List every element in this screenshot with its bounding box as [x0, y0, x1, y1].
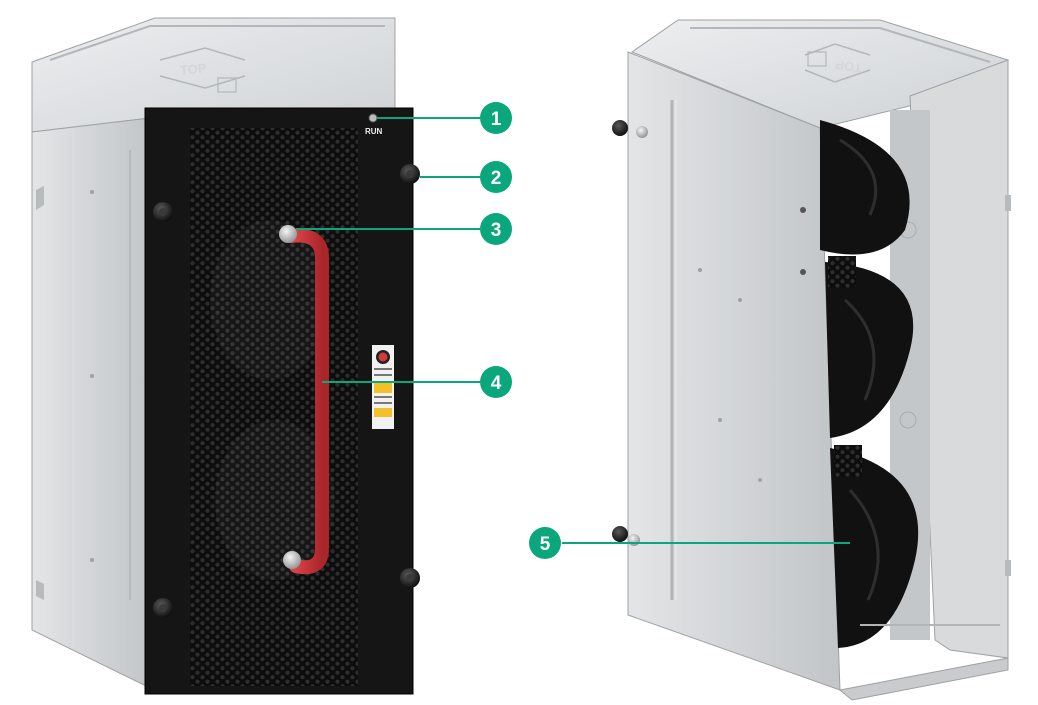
callout-5: 5 [529, 527, 561, 559]
warning-label [372, 345, 394, 429]
callout-badge [480, 102, 512, 134]
callout-number: 4 [491, 373, 502, 394]
run-led-label: RUN [365, 127, 383, 136]
callout-number: 3 [491, 220, 502, 241]
callout-number: 5 [540, 534, 551, 555]
handle-mount-screw-bottom [283, 551, 301, 569]
ventilation-mesh [190, 128, 358, 686]
rear-side-panel [627, 51, 841, 691]
fan-bottom [830, 445, 919, 648]
top-marking: TOP [179, 60, 207, 78]
run-led [368, 113, 378, 123]
callout-badge [480, 213, 512, 245]
rear-top-marking: TOP [834, 57, 863, 76]
callout-number: 1 [491, 109, 502, 130]
side-panel [31, 117, 151, 689]
callout-1: 1 [480, 102, 512, 134]
callout-2: 2 [480, 161, 512, 193]
callout-badge [529, 527, 561, 559]
callout-badge [480, 161, 512, 193]
fan-module-front-view: TOP RUN [31, 17, 420, 695]
callout-leaders [296, 117, 850, 544]
guide-pin-top [612, 120, 628, 136]
handle [279, 225, 329, 575]
fan-middle [825, 256, 914, 438]
rear-inner-wall [909, 59, 1009, 659]
fan-module-rear-view: TOP [612, 19, 1011, 701]
handle-mount-screw-top [279, 225, 297, 243]
callout-badge [480, 366, 512, 398]
guide-pin-bottom [612, 526, 628, 542]
callout-3: 3 [480, 213, 512, 245]
fan-top [820, 120, 910, 255]
callout-4: 4 [480, 366, 512, 398]
callout-number: 2 [491, 168, 502, 189]
